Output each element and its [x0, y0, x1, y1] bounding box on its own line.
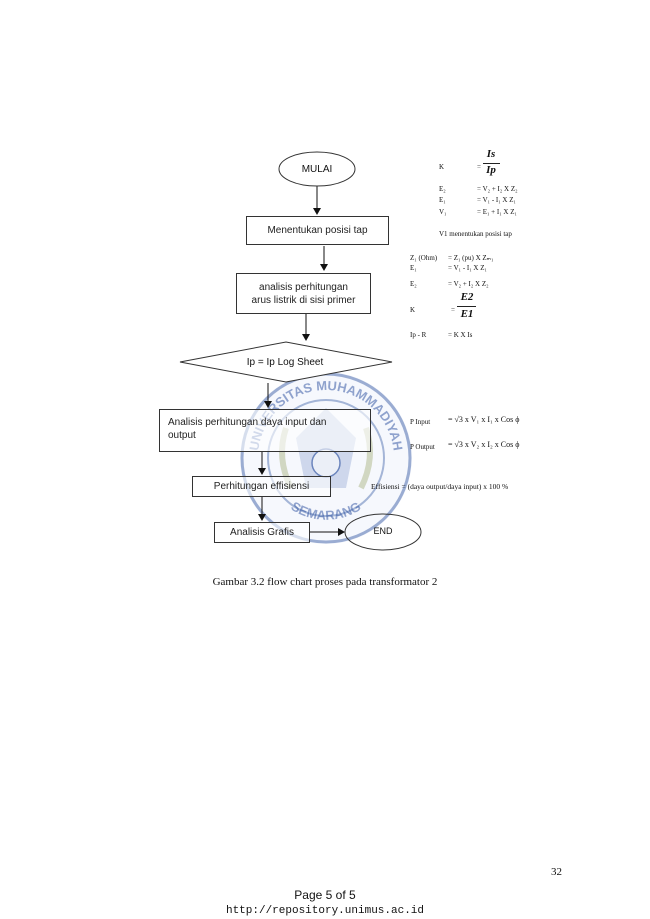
- eq-e2b-expr: = V₂ + I₂ X Z₂: [448, 280, 489, 288]
- step-determine-tap-position: Menentukan posisi tap: [246, 216, 389, 245]
- step-graphic-analysis: Analisis Grafis: [214, 522, 310, 543]
- step2-line1: analisis perhitungan: [259, 281, 348, 293]
- step-primary-current-analysis: analisis perhitungan arus listrik di sis…: [236, 273, 371, 314]
- end-terminal-label: END: [373, 526, 393, 536]
- step3-line1: Analisis perhitungan daya input dan: [168, 417, 327, 428]
- eq-v1-expr: = E₁ + I₁ X Z₁: [477, 208, 517, 216]
- start-terminal-label: MULAI: [301, 163, 333, 175]
- step3-line2: output: [168, 430, 196, 441]
- eq-e1-expr: = V₁ - I₁ X Z₁: [477, 196, 516, 204]
- eq-k2-label: K: [410, 306, 416, 314]
- eq-e2-expr: = V₂ + I₂ X Z₂: [477, 185, 518, 193]
- eq-efficiency-expr: Effisiensi = (daya output/daya input) x …: [371, 482, 509, 491]
- eq-e1-label: E₁: [439, 196, 446, 204]
- eq-k2-numerator: E2: [460, 291, 474, 303]
- eq-k2-denominator: E1: [460, 308, 474, 320]
- decision-ip-log-sheet-label: Ip = Ip Log Sheet: [246, 356, 324, 368]
- step-efficiency-calculation: Perhitungan effisiensi: [192, 476, 331, 497]
- eq-e2b-label: E₂: [410, 280, 417, 288]
- eq-z1-label: Z₁ (Ohm): [410, 254, 438, 262]
- eq-v1-note: V1 menentukan posisi tap: [439, 230, 512, 238]
- footer-url[interactable]: http://repository.unimus.ac.id: [225, 905, 425, 917]
- eq-k-fraction-bar: [483, 163, 500, 164]
- eq-ipr-expr: = K X Is: [448, 331, 473, 339]
- eq-e2-label: E₂: [439, 185, 446, 193]
- eq-pout-expr: = √3 x V₂ x I₂ x Cos ϕ: [448, 440, 520, 449]
- eq-e1b-expr: = V₁ - I₁ X Z₁: [448, 264, 487, 272]
- eq-k2-equals: =: [451, 306, 455, 314]
- step2-line2: arus listrik di sisi primer: [251, 294, 356, 306]
- eq-k-equals: =: [477, 163, 481, 171]
- eq-k-label: K: [439, 163, 445, 171]
- eq-pin-expr: = √3 x V₁ x I₁ x Cos ϕ: [448, 415, 520, 424]
- footer-page-of: Page 5 of 5: [294, 888, 356, 902]
- eq-pin-label: P Input: [410, 418, 431, 426]
- page-number: 32: [551, 866, 562, 878]
- step-power-input-output-analysis: Analisis perhitungan daya input dan outp…: [159, 409, 371, 452]
- eq-v1-label: V₁: [439, 208, 447, 216]
- eq-pout-label: P Output: [410, 443, 435, 451]
- figure-caption: Gambar 3.2 flow chart proses pada transf…: [212, 576, 438, 588]
- eq-k-numerator: Is: [486, 148, 496, 160]
- eq-k-denominator: Ip: [486, 164, 496, 176]
- eq-e1b-label: E₁: [410, 264, 417, 272]
- eq-z1-expr: = Z₁ (pu) X Zₘ₁: [448, 254, 494, 262]
- eq-k2-fraction-bar: [457, 306, 476, 307]
- eq-ipr-label: Ip - R: [410, 331, 427, 339]
